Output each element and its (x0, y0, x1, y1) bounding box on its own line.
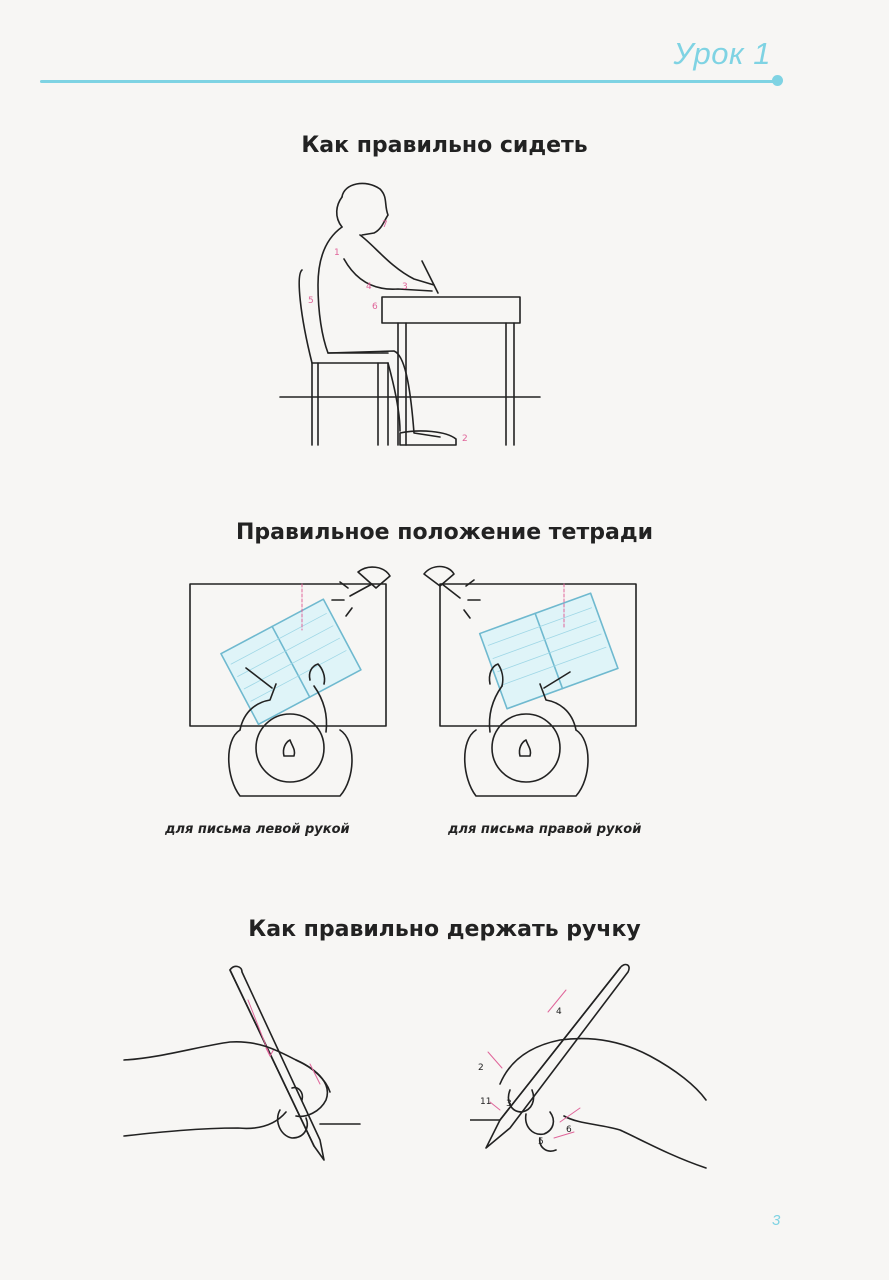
marker-5: 5 (538, 1137, 544, 1147)
marker-1: 1 (334, 248, 340, 258)
page-number: 3 (772, 1212, 781, 1229)
marker-6: 6 (566, 1125, 572, 1135)
pen-grip-side-illustration (123, 965, 361, 1161)
notebook-left-hand-illustration (189, 566, 391, 797)
marker-11: 11 (480, 1097, 491, 1107)
header-divider (40, 80, 776, 83)
marker-4: 4 (556, 1007, 562, 1017)
section-title-notebook: Правильное положение тетради (235, 520, 653, 545)
caption-right-hand: для письма правой рукой (448, 822, 642, 837)
section-title-sitting: Как правильно сидеть (301, 133, 588, 158)
lesson-title: Урок 1 (673, 36, 771, 71)
caption-left-hand: для письма левой рукой (165, 822, 350, 837)
marker-5: 5 (308, 296, 314, 306)
marker-4: 4 (366, 282, 372, 292)
marker-2: 2 (478, 1063, 484, 1073)
header-divider-dot (772, 75, 783, 86)
marker-7: 7 (382, 220, 388, 230)
marker-6: 6 (372, 302, 378, 312)
sitting-posture-illustration: 7 1 3 4 5 6 2 (279, 182, 541, 446)
pen-grip-front-illustration: 4 2 11 3 6 5 (470, 963, 707, 1169)
marker-2: 2 (462, 434, 468, 444)
section-title-pen: Как правильно держать ручку (248, 917, 641, 942)
marker-3: 3 (506, 1099, 512, 1109)
marker-3: 3 (402, 282, 408, 292)
notebook-right-hand-illustration (423, 565, 637, 797)
